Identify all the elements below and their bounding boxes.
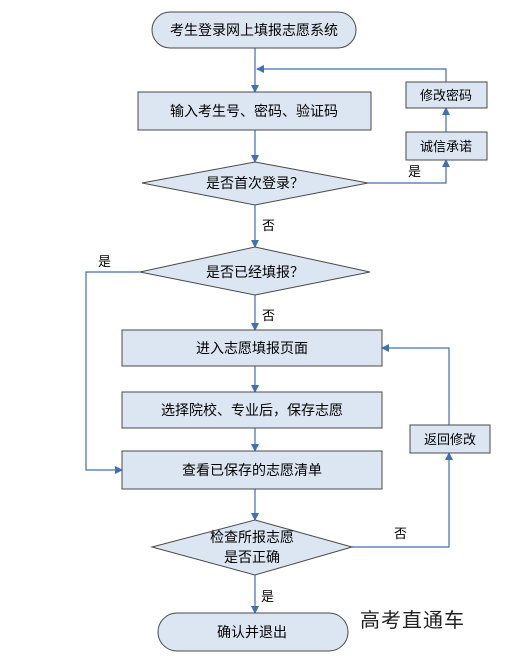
end-node	[157, 612, 349, 652]
edge-check-no	[352, 452, 453, 548]
first-login-label: 是否首次登录？	[206, 176, 304, 192]
filled-no-label: 否	[262, 309, 275, 324]
check-yes-label: 是	[261, 590, 274, 605]
view-list-label: 查看已保存的志愿清单	[182, 463, 322, 479]
first-login-yes-label: 是	[408, 165, 421, 180]
check-no-label: 否	[394, 527, 407, 542]
select-school-label: 选择院校、专业后，保存志愿	[161, 402, 343, 419]
end-node-label: 确认并退出	[217, 625, 287, 641]
view-list-box	[121, 450, 383, 490]
start-node-label: 考生登录网上填报志愿系统	[170, 23, 338, 39]
first-login-diamond	[141, 161, 369, 206]
change-password-box	[405, 81, 488, 109]
edge-back-to-enter	[381, 344, 450, 425]
input-credentials-box	[137, 91, 372, 131]
filled-already-diamond	[139, 246, 371, 296]
filled-already-label: 是否已经填报？	[206, 265, 304, 281]
edge-first-login-yes	[368, 159, 450, 184]
integrity-promise-label: 诚信承诺	[420, 140, 472, 155]
filled-yes-label: 是	[98, 255, 111, 270]
watermark-text: 高考直通车	[360, 608, 465, 632]
integrity-promise-box	[405, 131, 488, 161]
check-correct-label-line2: 是否正确	[224, 550, 280, 566]
edge-filled-yes	[85, 271, 140, 474]
change-password-label: 修改密码	[420, 88, 472, 104]
input-credentials-label: 输入考生号、密码、验证码	[170, 103, 338, 120]
edge-password-to-loop	[256, 65, 447, 82]
enter-page-box	[121, 329, 383, 367]
start-node	[151, 11, 357, 49]
check-correct-diamond	[150, 519, 354, 576]
first-login-no-label: 否	[262, 219, 275, 234]
go-back-edit-label: 返回修改	[424, 433, 476, 448]
select-school-box	[121, 391, 383, 429]
go-back-edit-box	[409, 424, 491, 454]
enter-page-label: 进入志愿填报页面	[196, 341, 308, 357]
check-correct-label-line1: 检查所报志愿	[210, 530, 294, 546]
